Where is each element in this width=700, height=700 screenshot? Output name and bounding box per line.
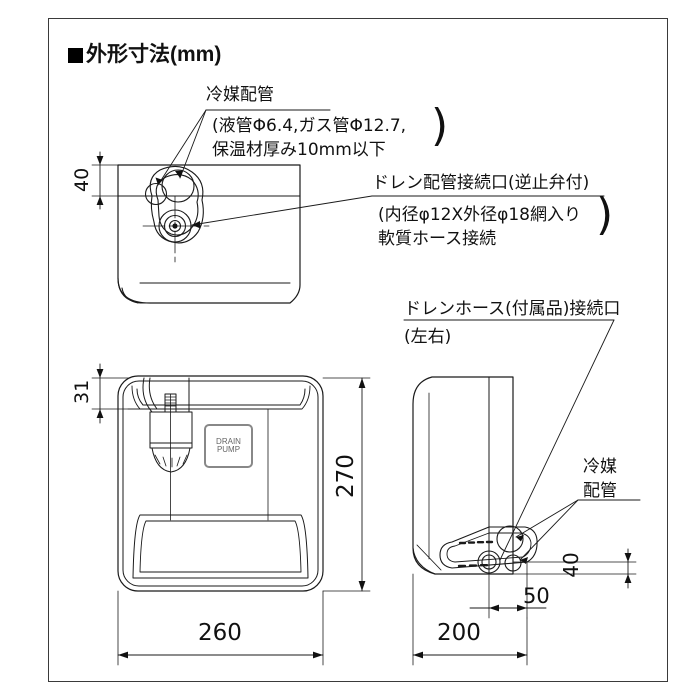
drawing-frame	[48, 18, 668, 682]
callout-refrigerant-spec-line2: 保温材厚み10mm以下	[212, 140, 386, 160]
dimension-side-depth: 200	[437, 620, 481, 646]
callout-refrigerant-pipe-side-line1: 冷媒	[583, 457, 617, 477]
callout-drain-hose-sides: (左右)	[404, 327, 452, 347]
callout-drain-port-line2: 軟質ホース接続	[378, 229, 497, 249]
callout-drain-port-title: ドレン配管接続口(逆止弁付)	[372, 173, 590, 193]
page-title: 外形寸法(mm)	[68, 38, 221, 68]
bullet-square-icon	[68, 48, 83, 63]
drain-pump-label-line2: PUMP	[216, 445, 241, 454]
refrigerant-spec-bracket-close: )	[431, 100, 449, 151]
dimension-front-height: 270	[333, 454, 359, 498]
drain-port-bracket-close: )	[596, 189, 614, 240]
callout-drain-hose-title: ドレンホース(付属品)接続口	[404, 299, 621, 319]
drain-pump-label: DRAIN PUMP	[204, 424, 253, 468]
callout-refrigerant-pipe-side-line2: 配管	[583, 481, 617, 501]
callout-refrigerant-pipe-top: 冷媒配管	[206, 85, 274, 105]
callout-drain-port-line1: (内径φ12X外径φ18網入り	[378, 205, 581, 225]
dimension-side-pipe-offset: 50	[523, 584, 550, 608]
callout-refrigerant-spec-line1: (液管Φ6.4,ガス管Φ12.7,	[212, 116, 407, 136]
dimension-front-top-offset: 31	[71, 379, 93, 404]
dimension-top-height: 40	[71, 167, 93, 192]
dimension-side-pipe-height: 40	[559, 552, 583, 578]
dimension-front-width: 260	[198, 620, 242, 646]
page-title-text: 外形寸法(mm)	[86, 43, 222, 66]
drain-pump-label-line1: DRAIN	[216, 436, 241, 446]
